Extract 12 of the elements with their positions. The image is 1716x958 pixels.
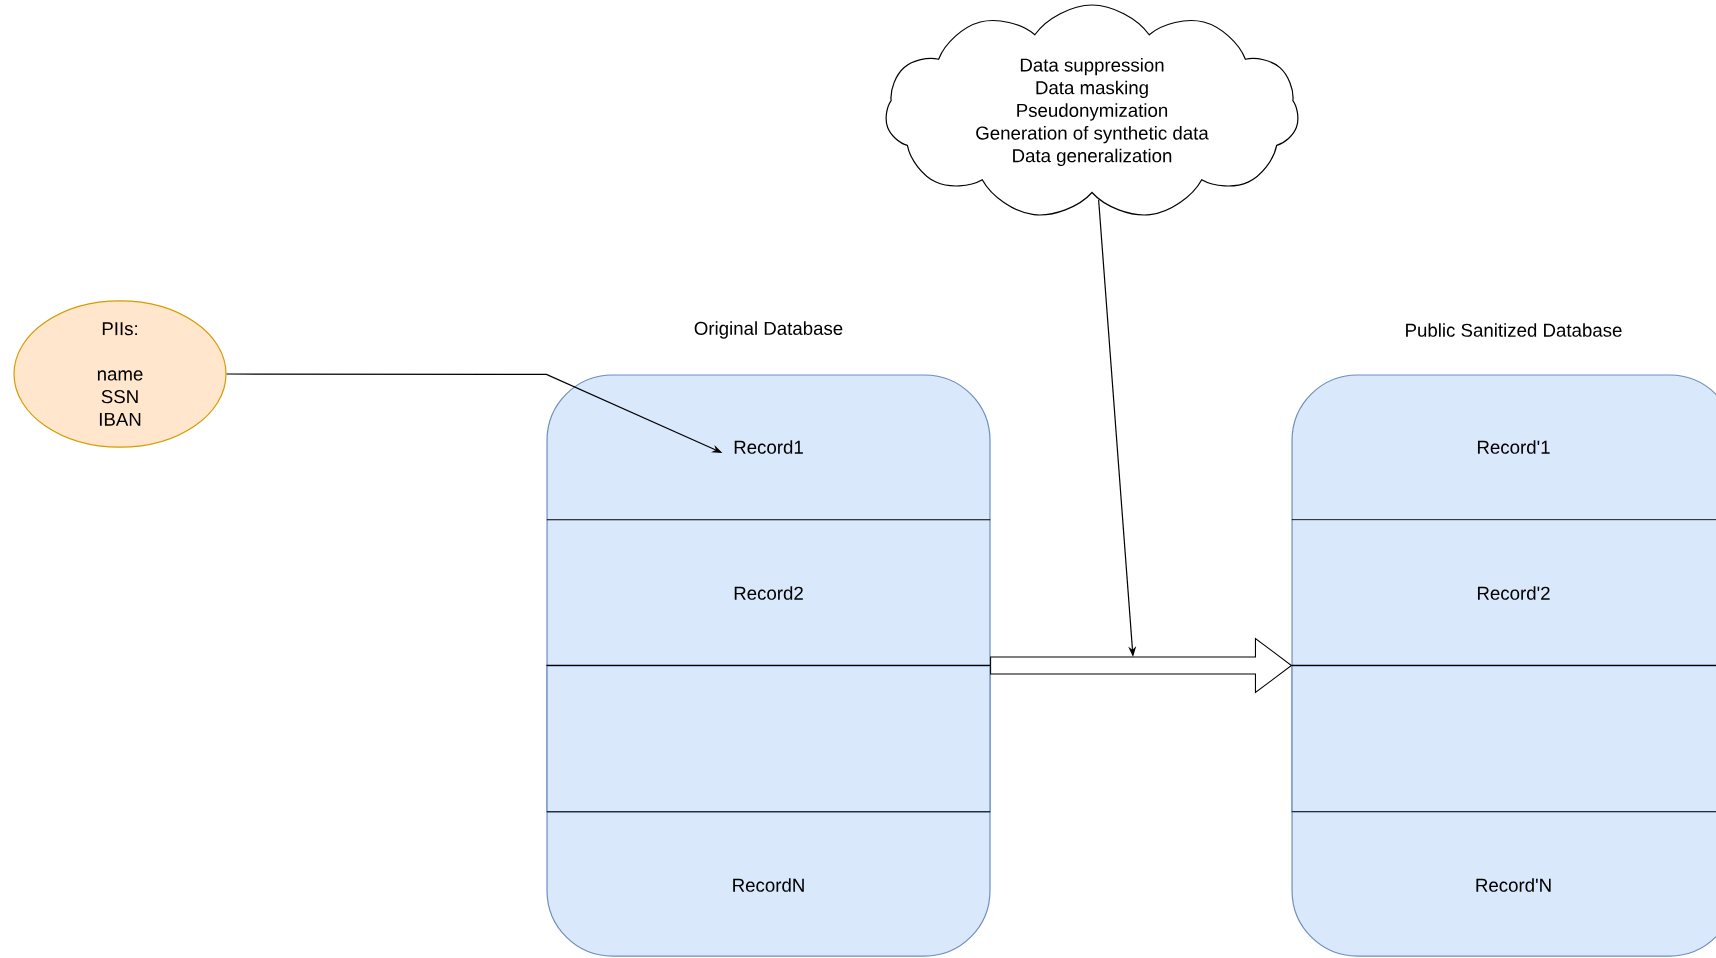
record-row: Record'N	[1476, 878, 1551, 892]
record-row: RecordN	[733, 878, 804, 892]
record-row: Record2	[734, 586, 803, 600]
node-label: Original Database	[694, 321, 843, 339]
block-arrow	[990, 637, 1293, 694]
empty-row	[546, 665, 991, 813]
record-row: Record'1	[1478, 440, 1550, 454]
node-label: Public Sanitized Database	[1406, 323, 1622, 337]
record-row: Record1	[734, 440, 803, 454]
record-row: Record'2	[1478, 586, 1550, 600]
empty-row	[1291, 665, 1716, 813]
technique-cloud: Data suppression Data masking Pseudonymization Generation of synthetic data Data generalization	[885, 4, 1299, 216]
